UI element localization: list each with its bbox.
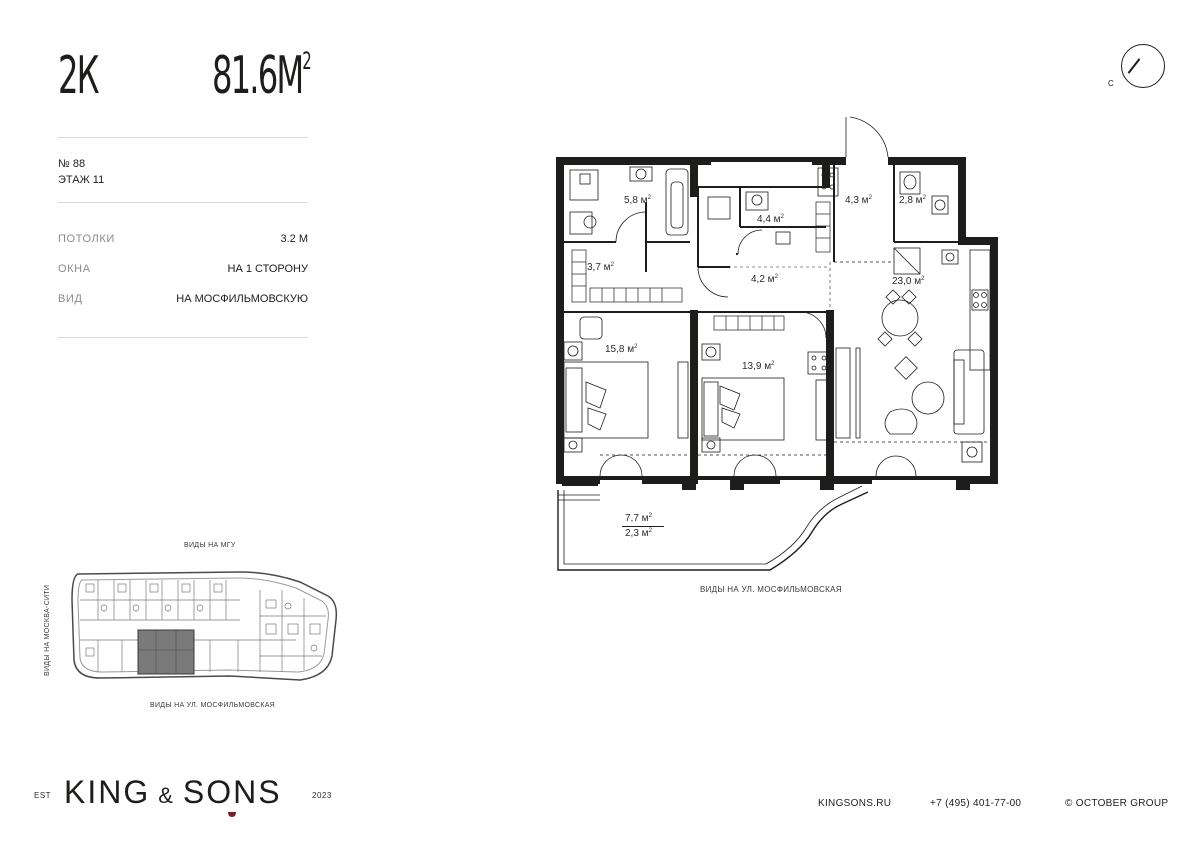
compass-icon (1121, 44, 1165, 88)
fraction-line (622, 526, 664, 527)
room-area-value: 4,3 м (845, 195, 869, 206)
brand-accent-mark (228, 812, 236, 817)
room-area-label: 4,4 м2 (757, 214, 784, 225)
footer-phone-link[interactable]: +7 (495) 401-77-00 (930, 798, 1022, 809)
room-area-value: 4,2 м (751, 274, 775, 285)
spec-row-ceilings: ПОТОЛКИ 3.2 М (58, 233, 308, 249)
apartment-type: 2К (58, 46, 100, 106)
room-area-sup: 2 (647, 195, 651, 201)
brand-logo: KING&SONS (64, 774, 282, 811)
area-unit-sup: 2 (302, 47, 312, 75)
room-area-sup: 2 (868, 195, 872, 201)
spec-key: ВИД (58, 293, 83, 305)
keyplan-highlight (137, 629, 195, 675)
plan-view-label: ВИДЫ НА УЛ. МОСФИЛЬМОВСКАЯ (700, 585, 842, 594)
apartment-area: 81.6М2 (212, 46, 312, 106)
area-value: 81.6М (212, 46, 304, 106)
keyplan-top-label: ВИДЫ НА МГУ (184, 542, 236, 549)
room-area-value: 2,3 м (625, 528, 649, 539)
keyplan-diagram (71, 571, 338, 681)
room-area-sup: 2 (648, 528, 652, 534)
floor-plan (556, 116, 998, 571)
floor-number: ЭТАЖ 11 (58, 174, 105, 186)
spec-value: НА МОСФИЛЬМОВСКУЮ (176, 293, 308, 305)
room-area-value: 3,7 м (587, 262, 611, 273)
balcony-area-label: 7,7 м2 (625, 513, 652, 524)
room-area-value: 23,0 м (892, 276, 922, 287)
compass-label: С (1108, 79, 1114, 88)
spec-value: НА 1 СТОРОНУ (227, 263, 308, 275)
room-area-label: 23,0 м2 (892, 276, 924, 287)
room-area-sup: 2 (922, 195, 926, 201)
room-area-label: 5,8 м2 (624, 195, 651, 206)
footer-copyright: © OCTOBER GROUP (1065, 798, 1169, 809)
room-area-sup: 2 (634, 344, 638, 350)
spec-row-view: ВИД НА МОСФИЛЬМОВСКУЮ (58, 293, 308, 309)
room-area-value: 4,4 м (757, 214, 781, 225)
lot-info: № 88 ЭТАЖ 11 (58, 156, 104, 188)
room-area-label: 15,8 м2 (605, 344, 637, 355)
room-area-label: 2,8 м2 (899, 195, 926, 206)
room-area-label: 4,2 м2 (751, 274, 778, 285)
room-area-sup: 2 (771, 361, 775, 367)
spec-value: 3.2 М (280, 233, 308, 245)
footer-website-link[interactable]: KINGSONS.RU (818, 798, 892, 809)
room-area-value: 5,8 м (624, 195, 648, 206)
balcony-area-label: 2,3 м2 (625, 528, 652, 539)
divider (58, 202, 308, 203)
room-area-sup: 2 (780, 214, 784, 220)
divider (58, 337, 308, 338)
room-area-sup: 2 (648, 513, 652, 519)
spec-key: ОКНА (58, 263, 91, 275)
room-area-value: 2,8 м (899, 195, 923, 206)
room-area-value: 13,9 м (742, 361, 772, 372)
lot-number: № 88 (58, 158, 86, 170)
spec-row-windows: ОКНА НА 1 СТОРОНУ (58, 263, 308, 279)
room-area-value: 15,8 м (605, 344, 635, 355)
spec-key: ПОТОЛКИ (58, 233, 115, 245)
room-area-sup: 2 (774, 274, 778, 280)
brand-est: EST (34, 791, 52, 800)
keyplan-bottom-label: ВИДЫ НА УЛ. МОСФИЛЬМОВСКАЯ (150, 702, 276, 709)
brand-year: 2023 (312, 791, 332, 800)
room-area-sup: 2 (610, 262, 614, 268)
room-area-label: 3,7 м2 (587, 262, 614, 273)
room-area-label: 13,9 м2 (742, 361, 774, 372)
room-area-sup: 2 (921, 276, 925, 282)
divider (58, 137, 308, 138)
room-area-label: 4,3 м2 (845, 195, 872, 206)
room-area-value: 7,7 м (625, 513, 649, 524)
brand-name-left: KING (64, 774, 151, 810)
brand-name-right: SONS (182, 774, 282, 810)
brand-ampersand: & (158, 783, 175, 808)
keyplan-side-label: ВИДЫ НА МОСКВА-СИТИ (44, 584, 51, 676)
